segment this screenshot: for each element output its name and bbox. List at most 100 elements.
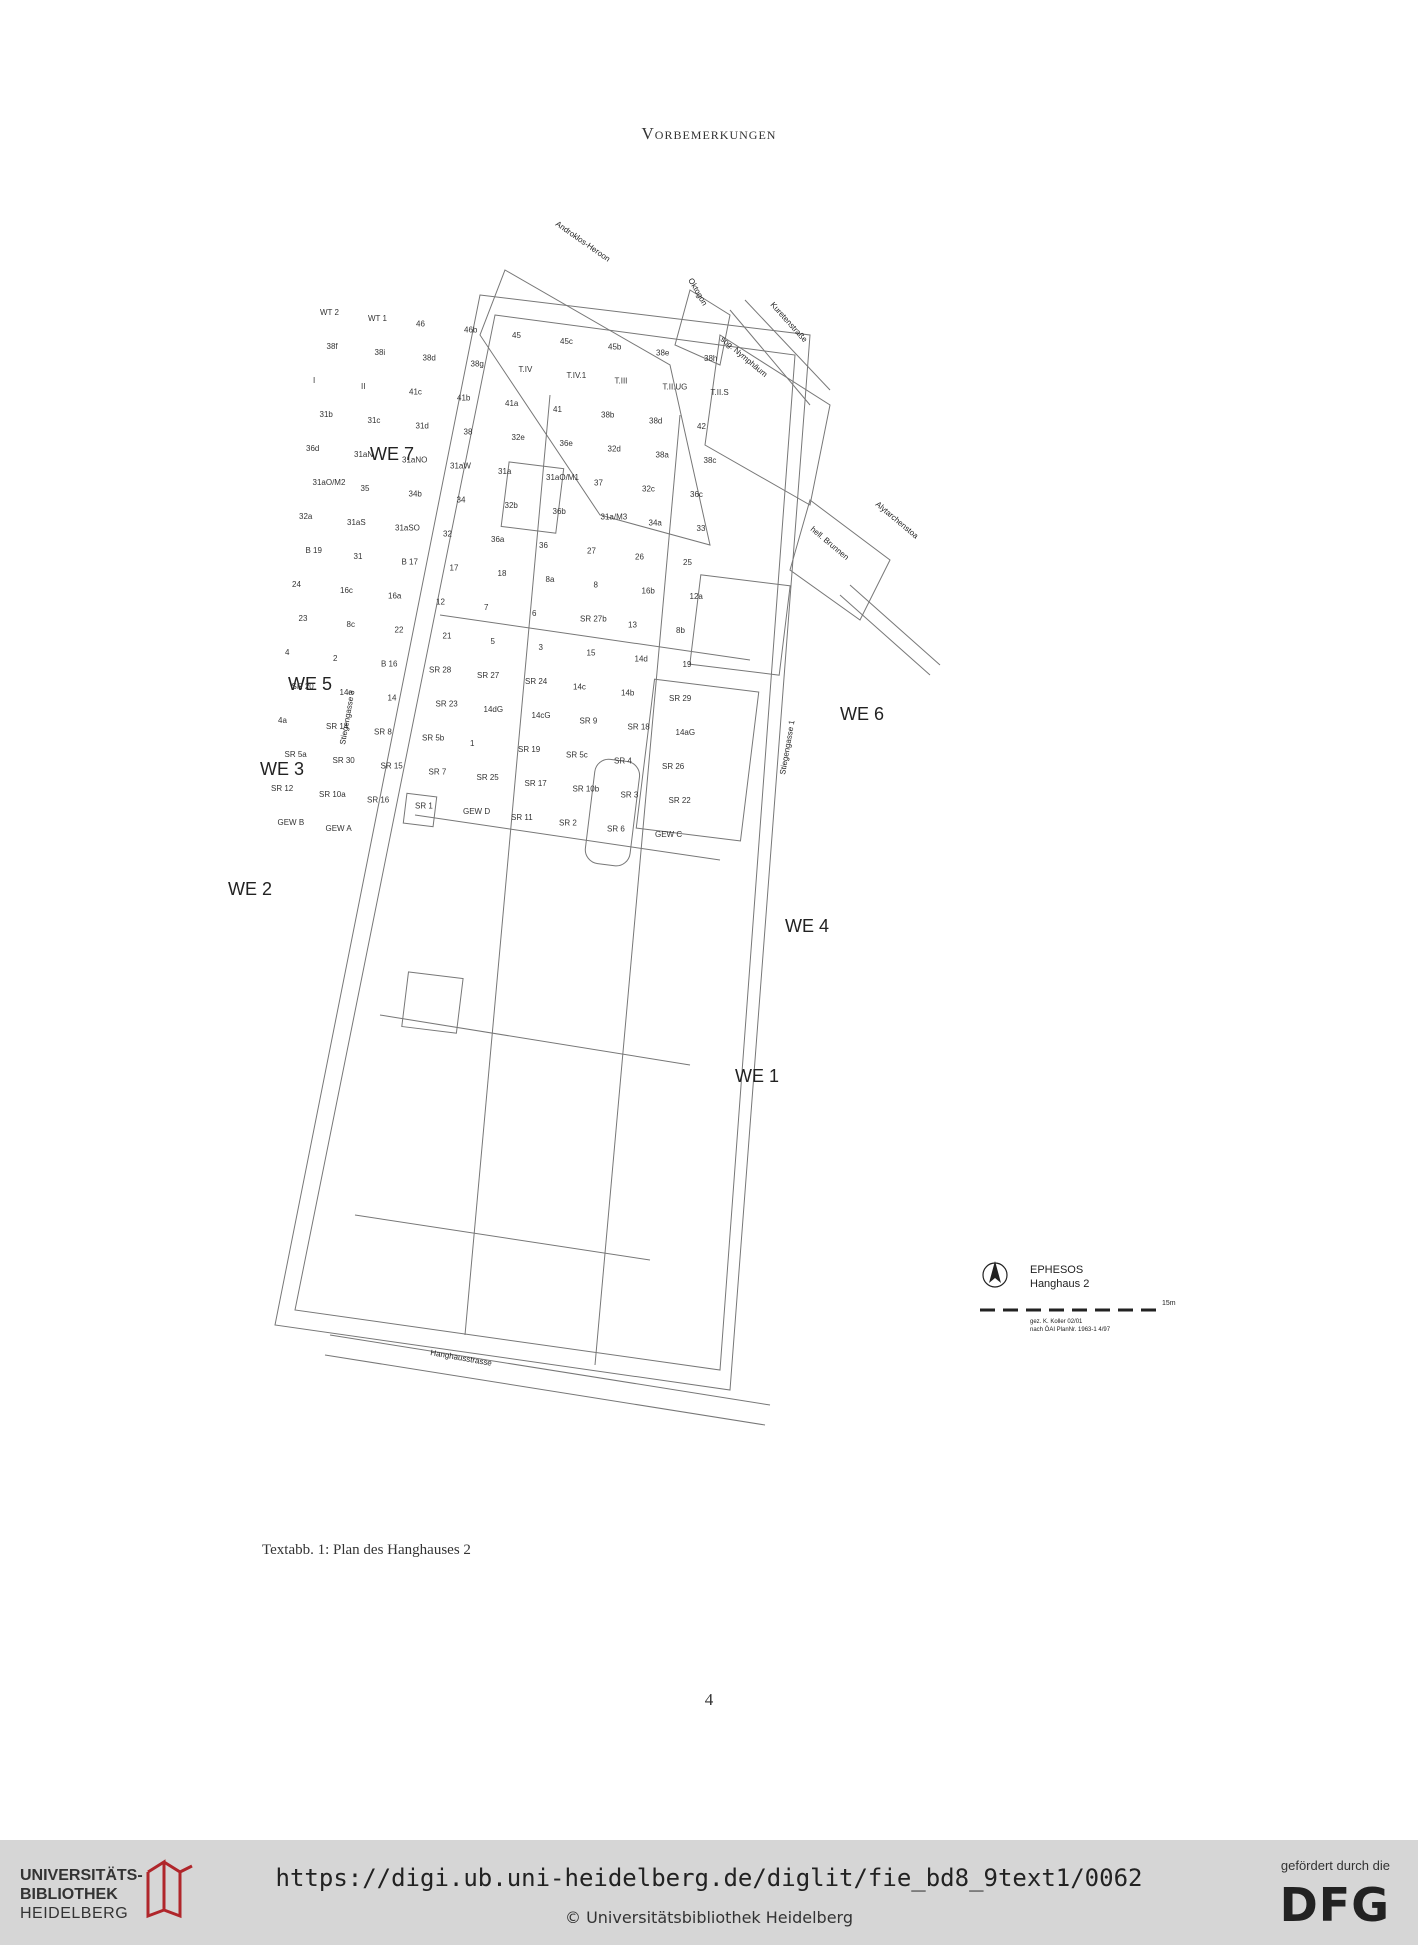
room-label: B 16 — [381, 660, 398, 669]
room-label: 18 — [498, 569, 507, 578]
room-label: 17 — [450, 563, 459, 572]
room-label: SR 10a — [319, 790, 346, 799]
street-stiegengasse1: Stiegengasse 1 — [778, 719, 797, 775]
room-label: 31aNO — [402, 456, 427, 465]
room-label: I — [313, 376, 315, 385]
unit-we1: WE 1 — [735, 1066, 779, 1086]
room-label: 36e — [560, 439, 574, 448]
room-label: 8 — [594, 581, 599, 590]
footer-bar: UNIVERSITÄTS- BIBLIOTHEK HEIDELBERG http… — [0, 1840, 1418, 1945]
room-label: SR 22 — [669, 796, 692, 805]
room-label: 21 — [443, 631, 452, 640]
room-label: B 17 — [402, 558, 419, 567]
street-androklos: Androklos-Heroon — [554, 219, 612, 263]
street-nymphaeum: sog. Nymphäum — [719, 335, 770, 380]
room-label: 31aO/M1 — [546, 473, 579, 482]
legend-site: EPHESOS — [1030, 1264, 1083, 1276]
room-label: GEW A — [326, 824, 353, 833]
funding-note: gefördert durch die — [1280, 1858, 1390, 1873]
room-label: 14b — [621, 688, 635, 697]
room-label: SR 29 — [669, 694, 692, 703]
room-labels: WT 2WT 14646b4545c45b38e38h38f38i38d38gT… — [271, 308, 729, 839]
room-label: SR 1 — [415, 801, 433, 810]
peristyle-16b — [402, 792, 438, 828]
room-label: 31b — [320, 410, 334, 419]
room-label: 38d — [649, 416, 662, 425]
room-label: SR 16 — [367, 796, 390, 805]
room-label: 41a — [505, 399, 519, 408]
room-label: B 19 — [306, 546, 323, 555]
room-label: 38f — [327, 342, 339, 351]
room-label: 31aO/M2 — [313, 478, 346, 487]
room-label: 4a — [278, 716, 287, 725]
room-label: 31aW — [450, 461, 471, 470]
room-label: 38a — [656, 450, 670, 459]
room-label: 1 — [470, 739, 475, 748]
alytarchenstoa-edge-2 — [849, 584, 941, 666]
room-label: 14cG — [532, 711, 551, 720]
plan-perimeter — [274, 294, 811, 1391]
room-label: 22 — [395, 626, 404, 635]
room-label: 41b — [457, 393, 471, 402]
room-label: SR 30 — [333, 756, 356, 765]
room-label: 35 — [361, 484, 370, 493]
room-label: 38i — [375, 348, 386, 357]
library-name-line1: UNIVERSITÄTS- — [20, 1867, 143, 1884]
room-label: 4 — [285, 648, 290, 657]
legend-credit-1: gez. K. Koller 02/01 — [1030, 1319, 1083, 1325]
room-label: 41 — [553, 405, 562, 414]
room-label: 38e — [656, 348, 670, 357]
north-complex — [479, 269, 711, 546]
room-label: 31a — [498, 467, 512, 476]
room-label: 45 — [512, 331, 521, 340]
dfg-logo[interactable]: DFG — [1279, 1878, 1390, 1932]
room-label: 32d — [608, 445, 621, 454]
room-label: 26 — [635, 552, 644, 561]
ub-heidelberg-logo[interactable]: UNIVERSITÄTS- BIBLIOTHEK HEIDELBERG — [20, 1866, 143, 1923]
peristyle-sr22 — [401, 971, 464, 1034]
room-label: GEW D — [463, 807, 490, 816]
room-label: 14 — [388, 694, 397, 703]
room-label: 3 — [539, 643, 544, 652]
legend-scale: 15m — [1162, 1300, 1176, 1307]
room-label: 16a — [388, 592, 402, 601]
site-plan: WE 7 WE 5 WE 3 WE 2 WE 6 WE 4 WE 1 Andro… — [228, 219, 1176, 1426]
room-label: T.IV.1 — [567, 371, 587, 380]
unit-we6: WE 6 — [840, 704, 884, 724]
room-label: 14d — [635, 654, 648, 663]
document-url-link[interactable]: https://digi.ub.uni-heidelberg.de/diglit… — [275, 1864, 1143, 1892]
room-label: 27 — [587, 547, 596, 556]
room-label: SR 18 — [628, 722, 651, 731]
room-label: 31 — [354, 552, 363, 561]
room-8-basilica — [584, 758, 641, 867]
room-label: 23 — [299, 614, 308, 623]
room-label: SR 26 — [662, 762, 685, 771]
room-label: 8c — [347, 620, 355, 629]
street-kuretenstrasse: Kuretenstraße — [769, 300, 810, 344]
room-label: 13 — [628, 620, 637, 629]
hanghausstrasse-edge-2 — [324, 1354, 766, 1426]
room-label: SR 17 — [525, 779, 548, 788]
room-label: SR 27b — [580, 615, 607, 624]
room-label: 32e — [512, 433, 526, 442]
hanghausstrasse-edge-1 — [329, 1334, 771, 1406]
room-label: 15 — [587, 649, 596, 658]
room-label: SR 25 — [477, 773, 500, 782]
oktogon — [674, 289, 731, 366]
plan-outline — [274, 269, 941, 1426]
room-31 — [635, 678, 760, 842]
room-label: 14dG — [484, 705, 504, 714]
room-label: 25 — [683, 558, 692, 567]
room-label: WT 1 — [368, 314, 388, 323]
room-label: 33 — [697, 524, 706, 533]
room-label: 32 — [443, 529, 452, 538]
library-name-line2: BIBLIOTHEK — [20, 1886, 118, 1903]
street-fountain: hell. Brunnen — [809, 525, 851, 562]
room-label: T.II.S — [711, 388, 729, 397]
room-label: 24 — [292, 580, 301, 589]
room-label: 14c — [573, 683, 586, 692]
unit-we7: WE 7 — [370, 444, 414, 464]
figure-caption: Textabb. 1: Plan des Hanghauses 2 — [262, 1542, 471, 1558]
room-label: 38d — [423, 354, 436, 363]
room-label: 34 — [457, 495, 466, 504]
